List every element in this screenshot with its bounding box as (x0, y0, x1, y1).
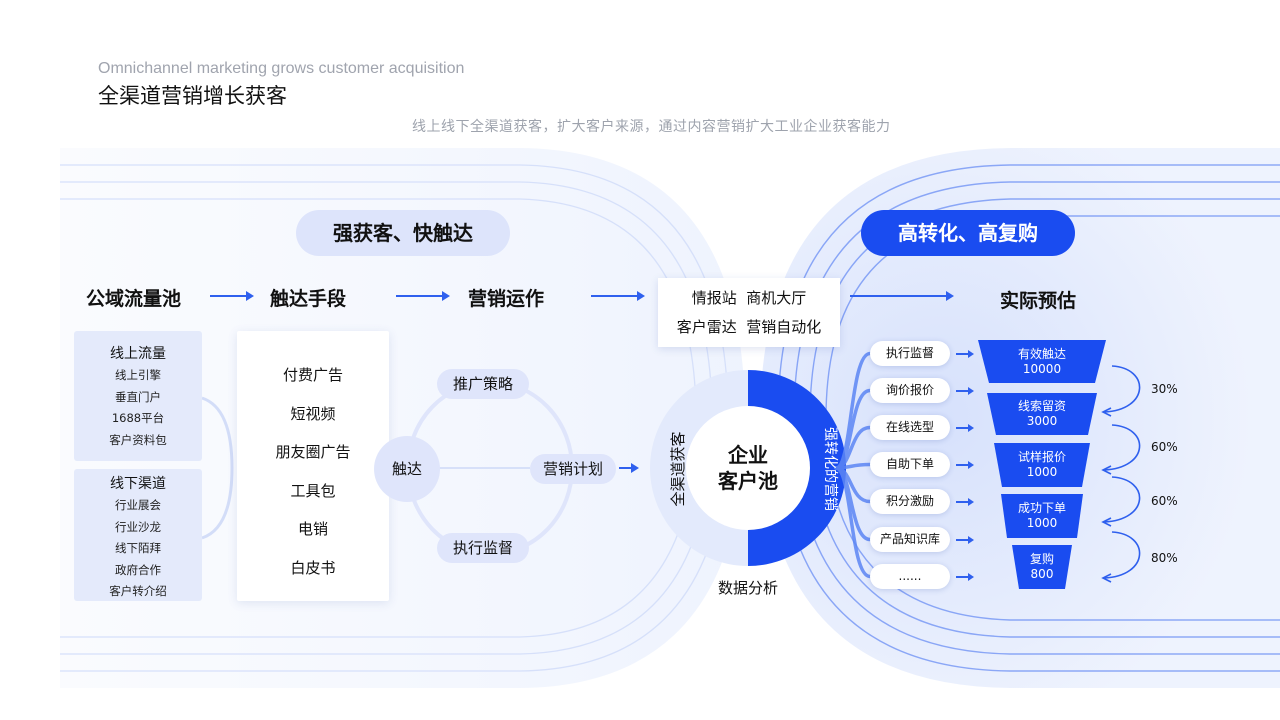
tool-item: 情报站 (691, 289, 737, 307)
arrow-means-to-ops (396, 291, 450, 301)
fan-line (834, 466, 872, 579)
tagline: 线上线下全渠道获客，扩大客户来源，通过内容营销扩大工业企业获客能力 (412, 119, 891, 135)
means-item: 电销 (297, 520, 328, 538)
funnel-label: 线索留资 (1017, 399, 1066, 413)
stage-pill: 执行监督 (870, 341, 950, 366)
offline-item: 政府合作 (115, 562, 161, 577)
stage-arrow (956, 350, 974, 358)
fan-lines (834, 351, 872, 579)
conversion-rate: 30% (1151, 382, 1178, 396)
rate-arrowhead (1101, 517, 1112, 527)
online-item: 1688平台 (111, 411, 165, 425)
stage-arrow (956, 498, 974, 506)
stage-pill: 在线选型 (870, 415, 950, 440)
offline-item: 行业展会 (115, 498, 161, 512)
rate-arrows (1101, 365, 1141, 583)
conversion-rate: 60% (1151, 440, 1178, 454)
arrow-ops-to-info (591, 291, 645, 301)
heading-marketing-ops: 营销运作 (468, 288, 545, 310)
means-item: 付费广告 (282, 366, 343, 384)
funnel-label: 成功下单 (1017, 501, 1066, 515)
rate-arrowhead (1101, 407, 1112, 417)
online-item: 线上引擎 (115, 368, 161, 382)
funnel-value: 1000 (1026, 516, 1058, 530)
stage-arrow (956, 387, 974, 395)
stage-pill: 产品知识库 (870, 527, 950, 552)
heading-public-pool: 公域流量池 (86, 288, 182, 310)
tool-item: 客户雷达 (676, 318, 737, 336)
reach-means-box: 付费广告 短视频 朋友圈广告 工具包 电销 白皮书 (237, 331, 389, 601)
funnel-value: 3000 (1026, 414, 1058, 428)
means-item: 白皮书 (290, 558, 336, 577)
offline-item: 客户转介绍 (109, 584, 167, 598)
arrow-info-to-estimate (850, 291, 954, 301)
funnel-value: 10000 (1022, 361, 1062, 376)
page-title: 全渠道营销增长获客 (98, 84, 287, 108)
rate-arrowhead (1101, 465, 1112, 475)
stage-arrow (956, 461, 974, 469)
core-line-1: 企业 (728, 443, 768, 467)
online-item: 垂直门户 (115, 389, 161, 404)
stage-arrow (956, 536, 974, 544)
stage-arrow (956, 573, 974, 581)
stage-pill: 询价报价 (870, 378, 950, 403)
core-left-arc-label: 全渠道获客 (669, 431, 687, 507)
stage-pill: 自助下单 (870, 452, 950, 477)
funnel-label: 复购 (1029, 552, 1054, 566)
data-analysis-label: 数据分析 (717, 579, 778, 597)
means-item: 工具包 (290, 481, 336, 500)
means-item: 短视频 (290, 404, 336, 423)
plan-node: 营销计划 (530, 454, 616, 484)
funnel-value: 1000 (1026, 465, 1058, 479)
online-traffic-box: 线上流量 线上引擎 垂直门户 1688平台 客户资料包 (74, 331, 202, 461)
stage-pill: 积分激励 (870, 489, 950, 514)
offline-item: 线下陌拜 (115, 541, 161, 555)
rate-arrow (1103, 531, 1141, 579)
left-band (60, 148, 745, 688)
source-bracket (201, 396, 234, 540)
rate-arrow (1103, 365, 1141, 413)
rate-arrowhead (1101, 573, 1112, 583)
offline-channel-title: 线下渠道 (110, 476, 166, 492)
strategy-node: 推广策略 (437, 369, 529, 399)
heading-estimate: 实际预估 (1000, 290, 1077, 312)
touch-node: 触达 (374, 436, 440, 502)
funnel-label: 有效触达 (1017, 346, 1066, 361)
arrow-pool-to-means (210, 291, 254, 301)
tool-item: 商机大厅 (746, 289, 807, 307)
rate-arrow (1103, 424, 1141, 471)
offline-item: 行业沙龙 (115, 519, 161, 534)
pill-high-conversion: 高转化、高复购 (861, 210, 1075, 256)
heading-reach-means: 触达手段 (270, 288, 347, 310)
offline-channel-box: 线下渠道 行业展会 行业沙龙 线下陌拜 政府合作 客户转介绍 (74, 469, 202, 601)
core-inner-disk (686, 406, 810, 530)
english-subtitle: Omnichannel marketing grows customer acq… (98, 60, 465, 77)
stage-pill: ...... (870, 564, 950, 589)
conversion-rate: 60% (1151, 494, 1178, 508)
tool-item: 营销自动化 (746, 318, 822, 336)
stage-arrow (956, 424, 974, 432)
core-line-2: 客户池 (718, 469, 778, 493)
pill-strong-acquisition: 强获客、快触达 (296, 210, 510, 256)
rate-arrow (1103, 476, 1141, 523)
monitor-node: 执行监督 (437, 533, 529, 563)
online-item: 客户资料包 (109, 432, 167, 447)
core-title: 企业 客户池 (700, 442, 796, 494)
means-item: 朋友圈广告 (275, 443, 351, 461)
online-traffic-title: 线上流量 (110, 346, 166, 362)
funnel-value: 800 (1030, 567, 1054, 581)
tools-box: 情报站 商机大厅 客户雷达 营销自动化 (658, 278, 840, 347)
conversion-rate: 80% (1151, 551, 1178, 565)
arrow-plan-to-core (619, 463, 639, 473)
funnel-label: 试样报价 (1017, 450, 1066, 464)
core-right-arc-label: 强转化的营销 (822, 427, 838, 511)
